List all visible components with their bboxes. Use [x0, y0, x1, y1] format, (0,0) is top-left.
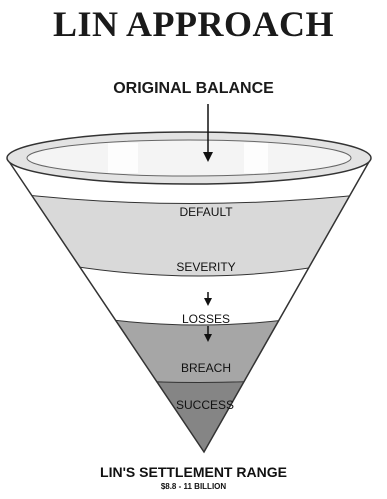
- settlement-range-value: $8.8 - 11 BILLION: [160, 482, 227, 491]
- original-balance-label: ORIGINAL BALANCE: [113, 80, 274, 97]
- band-label-success: SUCCESS: [176, 398, 234, 412]
- arrow-down-icon: [204, 326, 212, 342]
- page-title: LIN APPROACH: [52, 4, 334, 44]
- band-success: [8, 370, 370, 452]
- arrow-down-icon: [203, 104, 213, 162]
- band-divider: [8, 191, 370, 204]
- band-severity: [8, 192, 370, 276]
- funnel-rim-inner: [26, 139, 352, 177]
- band-label-losses: LOSSES: [182, 312, 230, 326]
- band-label-breach: BREACH: [181, 361, 231, 375]
- funnel-outline: [7, 159, 371, 454]
- band-label-default: DEFAULT: [179, 205, 233, 219]
- band-default: [8, 160, 370, 204]
- rim-highlight: [244, 143, 268, 173]
- funnel-diagram: DEFAULT SEVERITY LOSSES BREACH SUCCESS: [6, 104, 372, 454]
- band-label-severity: SEVERITY: [176, 260, 235, 274]
- rim-highlight: [108, 143, 138, 173]
- settlement-range-title: LIN'S SETTLEMENT RANGE: [100, 464, 287, 480]
- arrow-down-icon: [204, 292, 212, 306]
